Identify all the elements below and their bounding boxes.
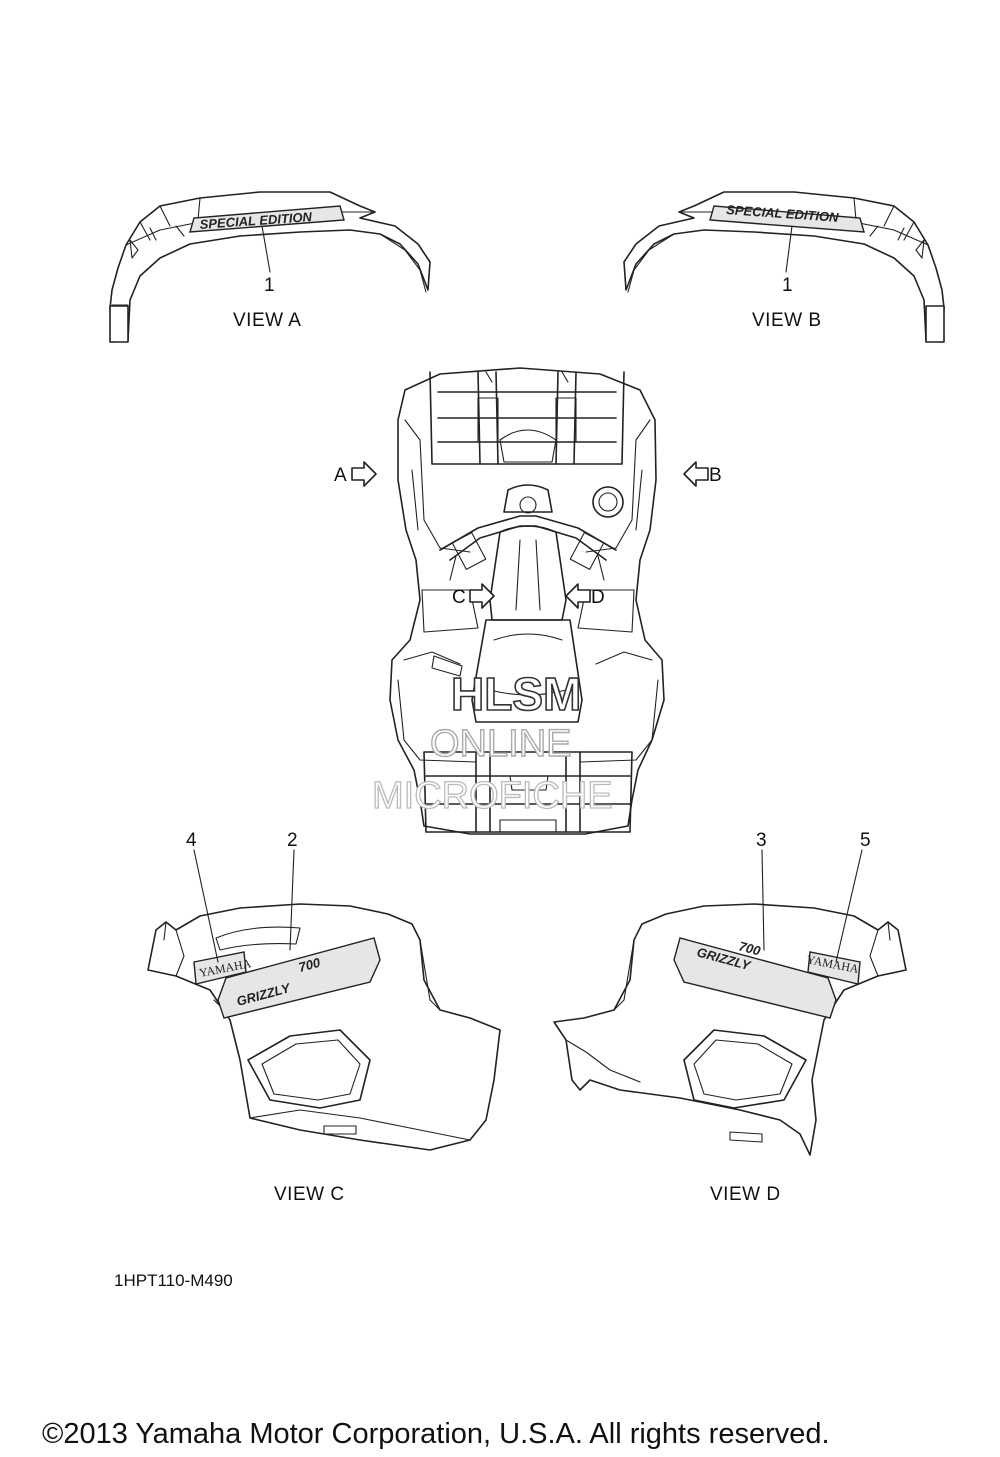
- view-arrow-c-label: C: [452, 587, 466, 608]
- grizzly-decal-d-subtext: 700: [737, 938, 763, 958]
- callout-1-view-a: 1: [264, 275, 275, 296]
- arrow-right-icon: [351, 461, 377, 487]
- leader-line-3: [761, 849, 765, 951]
- leader-line-5: [835, 849, 863, 963]
- view-arrow-d-label: D: [591, 587, 605, 608]
- view-arrow-d: D: [565, 583, 605, 609]
- callout-1-view-b: 1: [782, 275, 793, 296]
- watermark-line-1: HLSM: [451, 668, 581, 720]
- callout-5: 5: [860, 830, 871, 851]
- grizzly-decal-d: GRIZZLY 700: [673, 937, 837, 1019]
- view-arrow-a-label: A: [334, 465, 347, 486]
- view-arrow-b-label: B: [709, 465, 722, 486]
- callout-2: 2: [287, 830, 298, 851]
- watermark-line-2: ONLINE: [430, 723, 571, 765]
- view-arrow-a: A: [334, 461, 377, 487]
- view-a-label: VIEW A: [233, 310, 301, 331]
- grizzly-decal-c: GRIZZLY 700: [217, 937, 381, 1019]
- view-d-label: VIEW D: [710, 1184, 781, 1205]
- view-b-label: VIEW B: [752, 310, 822, 331]
- atv-top-view: [389, 367, 665, 835]
- diagram-code: 1HPT110-M490: [114, 1271, 233, 1290]
- leader-line-4: [193, 849, 219, 963]
- watermark-line-3: MICROFICHE: [372, 775, 613, 817]
- view-b-fender: SPECIAL EDITION 1 VIEW B: [623, 191, 945, 343]
- leader-line-2: [289, 849, 295, 951]
- view-arrow-c: C: [452, 583, 495, 609]
- copyright-notice: ©2013 Yamaha Motor Corporation, U.S.A. A…: [42, 1418, 830, 1450]
- special-edition-decal-b: [709, 205, 865, 233]
- leader-line-1-b: [785, 225, 793, 273]
- arrow-right-icon: [469, 583, 495, 609]
- view-c-label: VIEW C: [274, 1184, 345, 1205]
- callout-4: 4: [186, 830, 197, 851]
- view-c-side-cover: YAMAHA GRIZZLY 700 4 2 VIEW C: [147, 830, 501, 1205]
- arrow-left-icon: [683, 461, 709, 487]
- arrow-left-icon: [565, 583, 591, 609]
- view-arrow-b: B: [683, 461, 722, 487]
- view-d-side-cover: YAMAHA GRIZZLY 700 3 5 VIEW D: [553, 830, 907, 1205]
- view-a-fender: SPECIAL EDITION 1 VIEW A: [109, 191, 431, 343]
- watermark: HLSM ONLINE MICROFICHE: [371, 667, 613, 817]
- grizzly-decal-c-subtext: 700: [297, 955, 323, 975]
- callout-3: 3: [756, 830, 767, 851]
- leader-line-1-a: [261, 225, 271, 273]
